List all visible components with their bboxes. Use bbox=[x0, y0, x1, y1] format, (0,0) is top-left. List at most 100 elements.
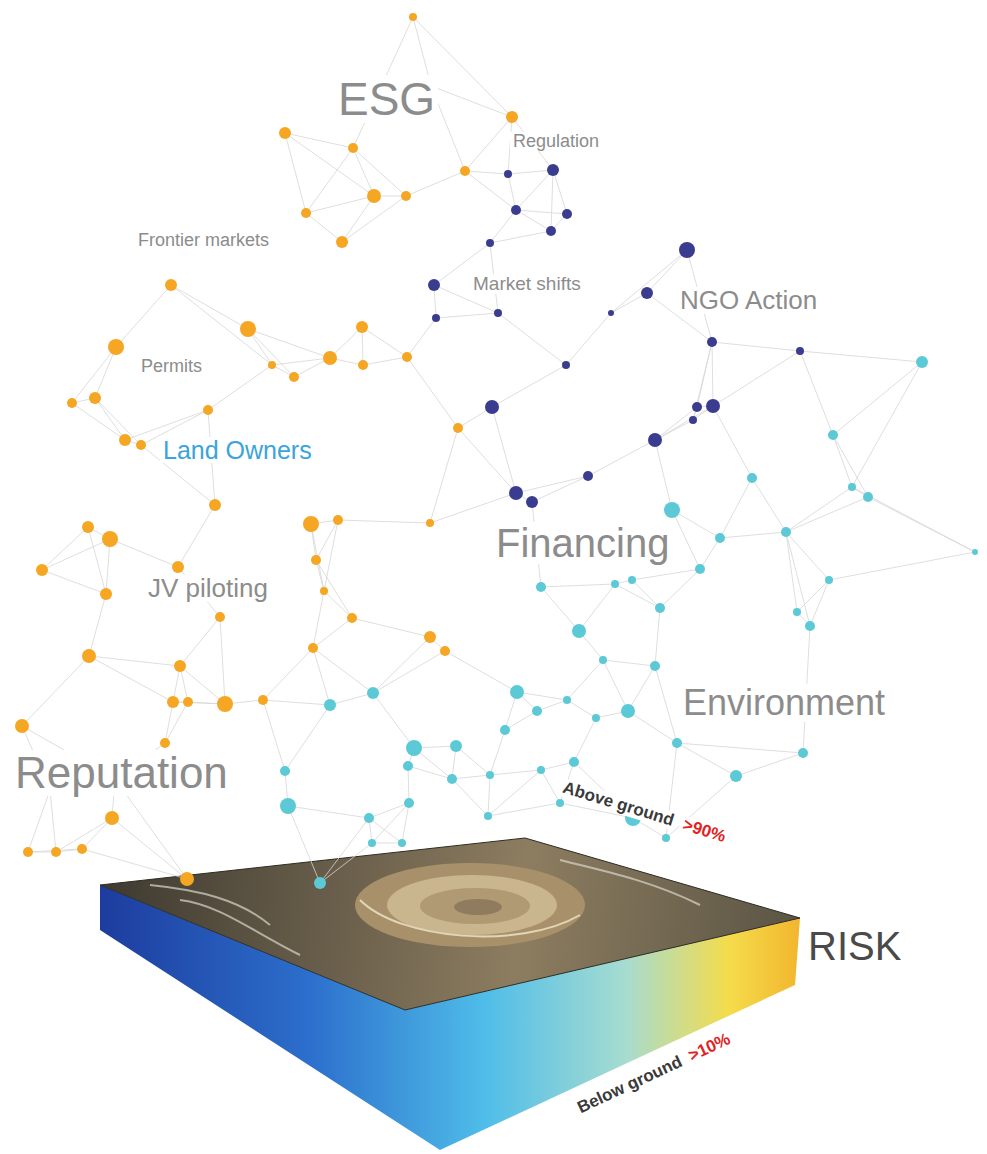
network-link bbox=[465, 171, 508, 174]
network-dot bbox=[336, 236, 348, 248]
network-link bbox=[800, 351, 922, 362]
network-link bbox=[430, 493, 516, 523]
network-link bbox=[263, 648, 313, 700]
network-dot bbox=[526, 496, 538, 508]
network-link bbox=[373, 651, 445, 693]
network-dot bbox=[608, 310, 614, 316]
mine-pit bbox=[454, 899, 502, 915]
network-link bbox=[338, 520, 430, 523]
network-dot bbox=[440, 646, 450, 656]
network-dot bbox=[916, 356, 928, 368]
network-dot bbox=[453, 423, 463, 433]
network-dot bbox=[183, 697, 193, 707]
network-link bbox=[313, 618, 352, 648]
network-dot bbox=[280, 766, 290, 776]
network-link bbox=[786, 497, 868, 532]
network-dot bbox=[672, 738, 682, 748]
risk-label: Regulation bbox=[510, 132, 602, 151]
network-dot bbox=[689, 416, 697, 424]
mine-pit bbox=[387, 875, 557, 935]
network-dot bbox=[848, 483, 856, 491]
network-link bbox=[165, 702, 173, 743]
haul-road bbox=[360, 900, 580, 936]
network-dot bbox=[798, 748, 808, 758]
network-link bbox=[263, 700, 285, 771]
network-link bbox=[566, 313, 611, 365]
network-link bbox=[490, 730, 505, 775]
network-link bbox=[353, 148, 406, 196]
network-dot bbox=[500, 725, 510, 735]
network-link bbox=[541, 770, 560, 803]
network-link bbox=[407, 318, 436, 357]
network-dot bbox=[611, 580, 619, 588]
network-link bbox=[655, 666, 677, 743]
network-link bbox=[352, 618, 430, 637]
risk-label: Frontier markets bbox=[135, 231, 272, 250]
network-dot bbox=[781, 527, 791, 537]
network-link bbox=[89, 594, 106, 656]
network-link bbox=[797, 580, 829, 612]
network-link bbox=[313, 591, 324, 648]
network-link bbox=[445, 651, 517, 692]
network-link bbox=[660, 569, 700, 608]
network-link bbox=[407, 357, 458, 428]
network-dot bbox=[289, 372, 299, 382]
network-link bbox=[42, 570, 106, 594]
network-dot bbox=[706, 399, 720, 413]
network-link bbox=[655, 608, 660, 666]
network-link bbox=[786, 487, 852, 532]
network-dot bbox=[308, 643, 318, 653]
network-link bbox=[22, 656, 89, 726]
network-link bbox=[516, 170, 553, 210]
network-link bbox=[852, 487, 975, 552]
network-link bbox=[330, 693, 373, 705]
network-dot bbox=[406, 740, 422, 756]
network-dot bbox=[506, 111, 518, 123]
network-link bbox=[82, 849, 187, 879]
network-link bbox=[488, 770, 541, 816]
network-link bbox=[452, 775, 490, 779]
network-dot bbox=[280, 798, 296, 814]
network-link bbox=[178, 505, 215, 567]
network-dot bbox=[621, 704, 635, 718]
network-dot bbox=[509, 486, 523, 500]
network-link bbox=[42, 527, 88, 570]
network-dot bbox=[167, 696, 179, 708]
network-link bbox=[632, 580, 660, 608]
terrain-streak bbox=[150, 860, 700, 955]
network-link bbox=[516, 476, 588, 493]
network-dot bbox=[356, 321, 368, 333]
network-dot bbox=[314, 877, 326, 889]
network-dot bbox=[367, 687, 379, 699]
network-dot bbox=[655, 603, 665, 613]
terrain-block bbox=[100, 838, 800, 1150]
network-link bbox=[490, 231, 551, 243]
network-link bbox=[372, 843, 402, 844]
network-dot bbox=[563, 696, 571, 704]
network-dot bbox=[715, 533, 725, 543]
network-link bbox=[306, 213, 342, 242]
network-dot bbox=[209, 499, 221, 511]
network-link bbox=[810, 580, 829, 626]
network-dot bbox=[863, 492, 873, 502]
network-dot bbox=[537, 766, 545, 774]
network-dot bbox=[641, 287, 653, 299]
risk-label: Permits bbox=[138, 357, 205, 376]
category-label: ESG bbox=[335, 75, 438, 123]
network-dot bbox=[347, 613, 357, 623]
network-link bbox=[567, 700, 596, 718]
network-link bbox=[508, 174, 516, 210]
network-link bbox=[313, 648, 373, 693]
network-link bbox=[406, 171, 465, 196]
network-dot bbox=[82, 649, 96, 663]
network-link bbox=[677, 743, 736, 776]
network-link bbox=[541, 587, 579, 631]
network-link bbox=[263, 700, 330, 705]
network-link bbox=[736, 753, 803, 776]
network-link bbox=[833, 435, 852, 487]
network-link bbox=[465, 117, 512, 171]
network-dot bbox=[160, 738, 170, 748]
network-dot bbox=[403, 761, 413, 771]
network-dot bbox=[348, 143, 358, 153]
risk-label: JV piloting bbox=[145, 575, 271, 602]
